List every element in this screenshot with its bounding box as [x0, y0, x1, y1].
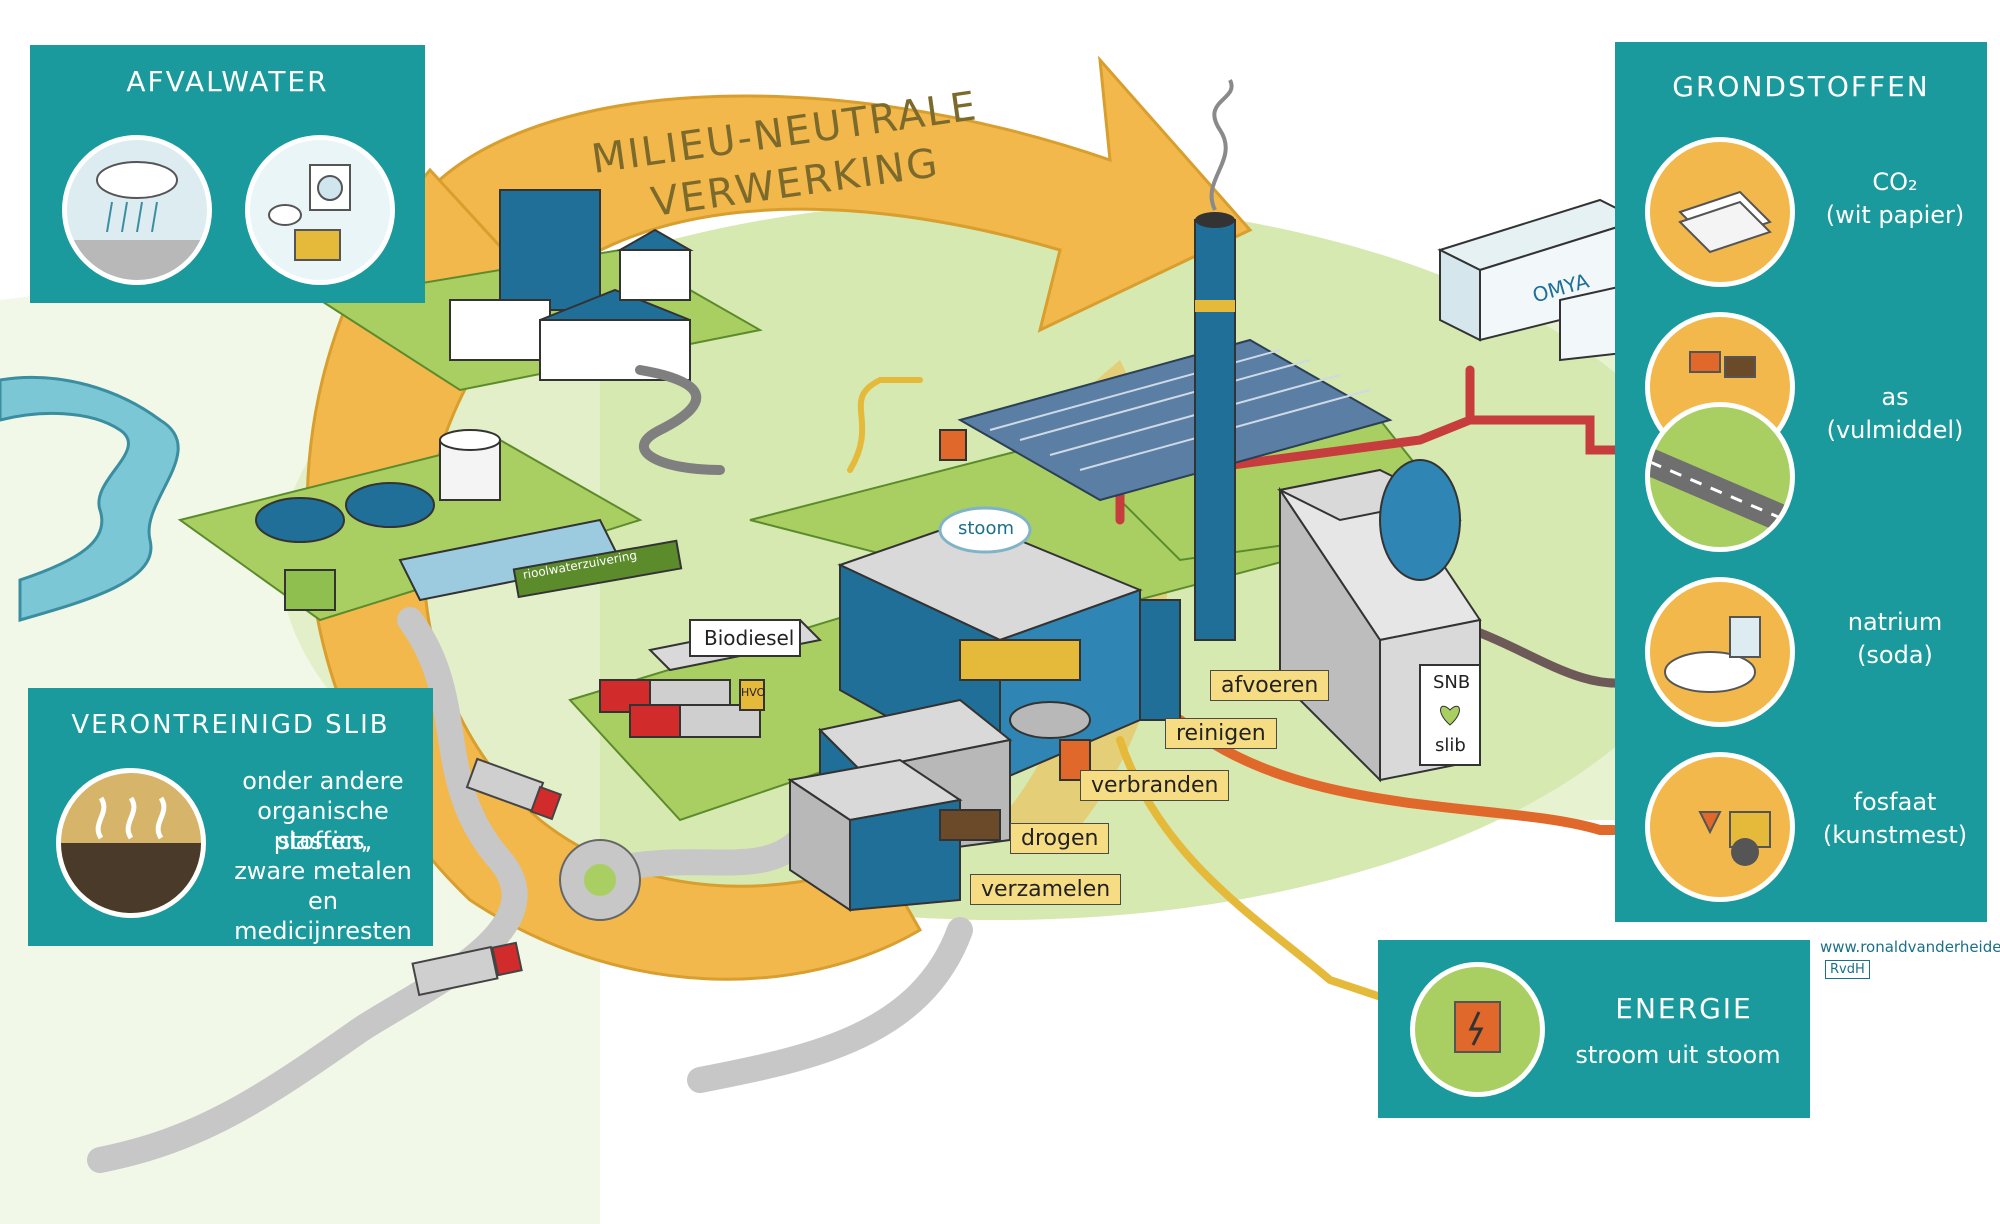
- roundabout: [559, 839, 641, 921]
- filter-building: [1276, 459, 1461, 581]
- step-verbranden: verbranden: [1080, 770, 1230, 801]
- slib-line-3: plastics,: [273, 827, 373, 855]
- website-credit: www.ronaldvanderheide.nl: [1820, 938, 2000, 956]
- truck-road-lower: [411, 941, 523, 997]
- wastewater-plant: [255, 429, 683, 611]
- step-reinigen: reinigen: [1165, 718, 1277, 749]
- grond-2-line1: as: [1881, 383, 1909, 411]
- slib-line-5: en medicijnresten: [234, 887, 412, 945]
- biodiesel-label: Biodiesel: [704, 626, 795, 650]
- paper-icon: [1645, 137, 1795, 287]
- grond-4-line1: fosfaat: [1853, 788, 1937, 816]
- slib-line-2: organische stoffen,: [257, 797, 389, 855]
- panel-grondstoffen-title: GRONDSTOFFEN: [1672, 70, 1930, 103]
- grond-1-line1: CO₂: [1872, 168, 1918, 196]
- sludge-icon: [56, 768, 206, 918]
- grond-3-line2: (soda): [1857, 641, 1933, 669]
- snb-label-top: SNB: [1433, 672, 1471, 693]
- storage-buildings: [787, 698, 1013, 912]
- panel-energie-title: ENERGIE: [1615, 992, 1753, 1025]
- grond-3-line1: natrium: [1847, 608, 1943, 636]
- grond-2-line2: (vulmiddel): [1826, 416, 1964, 444]
- steam-label: stoom: [958, 518, 1014, 539]
- truck-road-upper: [465, 757, 563, 821]
- grond-1-line2: (wit papier): [1825, 201, 1965, 229]
- household-icon: [245, 135, 395, 285]
- slib-line-1: onder andere: [242, 767, 404, 795]
- energy-box-small: [939, 429, 967, 461]
- road-icon: [1645, 402, 1795, 552]
- step-drogen: drogen: [1010, 823, 1110, 854]
- panel-grondstoffen: GRONDSTOFFEN CO₂ (wit papier) as (vulmid…: [1615, 42, 1987, 922]
- power-box-icon: [1410, 962, 1545, 1097]
- panel-energie: ENERGIE stroom uit stoom: [1378, 940, 1810, 1118]
- soda-icon: [1645, 577, 1795, 727]
- biodiesel-station: [599, 618, 823, 738]
- hvo-label: HVO: [741, 686, 766, 699]
- steam-cloud: [938, 506, 1032, 554]
- signature: RvdH: [1825, 960, 1870, 979]
- chimney: [1194, 79, 1236, 641]
- housing-block: [449, 189, 694, 381]
- river: [0, 375, 180, 622]
- snb-label-bottom: slib: [1435, 735, 1466, 756]
- step-afvoeren: afvoeren: [1210, 670, 1330, 701]
- rain-icon: [62, 135, 212, 285]
- panel-verontreinigd-slib: VERONTREINIGD SLIB onder andere organisc…: [28, 688, 433, 946]
- fertilizer-tractor-icon: [1645, 752, 1795, 902]
- slib-line-4: zware metalen: [234, 857, 412, 885]
- panel-afvalwater-title: AFVALWATER: [126, 65, 329, 98]
- grond-4-line2: (kunstmest): [1822, 821, 1968, 849]
- panel-energie-subtitle: stroom uit stoom: [1575, 1041, 1781, 1069]
- step-verzamelen: verzamelen: [970, 874, 1122, 905]
- panel-afvalwater: AFVALWATER: [30, 45, 425, 303]
- panel-verontreinigd-title: VERONTREINIGD SLIB: [71, 710, 390, 740]
